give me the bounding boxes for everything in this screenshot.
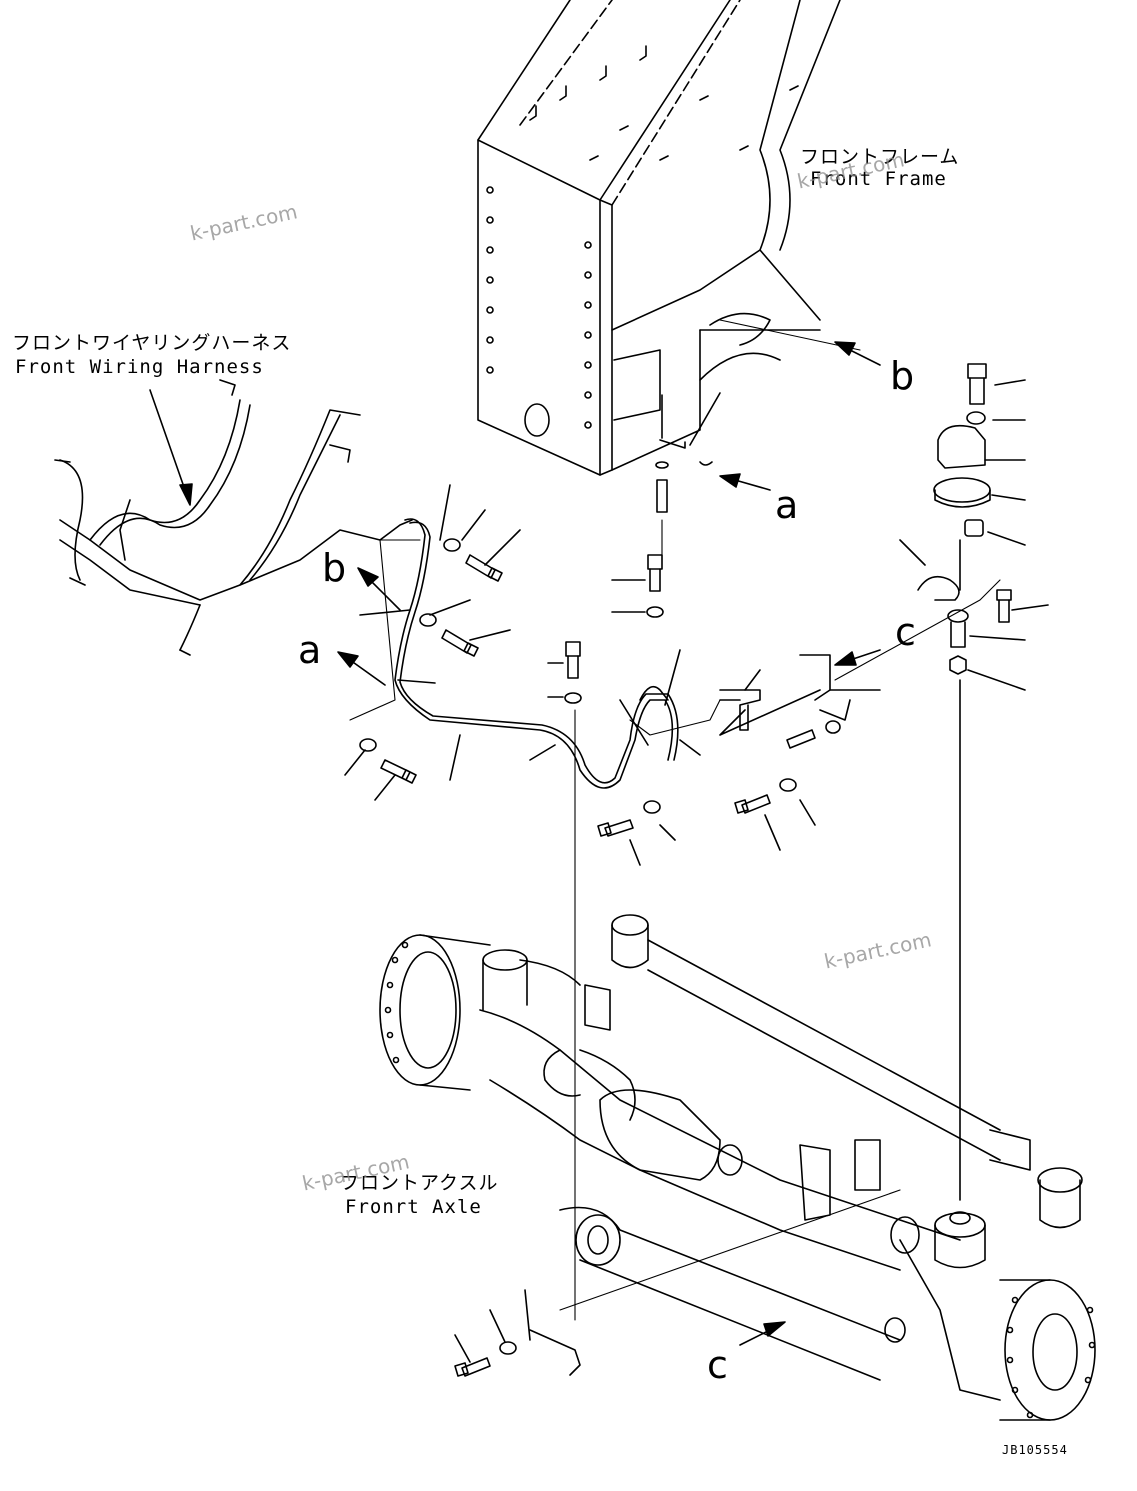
speed-sensor-cable bbox=[394, 518, 960, 789]
callout-b-cable: b bbox=[322, 546, 347, 590]
alignment-lines bbox=[349, 319, 1001, 1321]
front-axle bbox=[379, 914, 1096, 1421]
mount-stack bbox=[899, 363, 1049, 1201]
front-harness-label-en: Front Wiring Harness bbox=[15, 356, 264, 378]
front-axle-label-jp: フロントアクスル bbox=[340, 1172, 499, 1194]
bracket-c bbox=[719, 654, 881, 736]
callout-c-axle: c bbox=[707, 1343, 728, 1387]
front-harness-label-jp: フロントワイヤリングハーネス bbox=[12, 332, 292, 354]
callout-c-bracket: c bbox=[895, 610, 916, 654]
drawing-number: JB105554 bbox=[1002, 1443, 1068, 1457]
hardware-middle bbox=[547, 554, 841, 866]
callout-arrows bbox=[149, 341, 881, 1346]
callout-a-cable: a bbox=[298, 628, 322, 672]
front-wiring-harness bbox=[54, 379, 413, 656]
front-frame-label-en: Front Frame bbox=[810, 168, 947, 190]
front-frame bbox=[477, 0, 841, 476]
hub-bolt-rings bbox=[384, 941, 1096, 1419]
callout-b-frame: b bbox=[890, 354, 915, 398]
callout-a-frame: a bbox=[775, 483, 799, 527]
bracket-a bbox=[655, 392, 721, 513]
hardware-left bbox=[344, 484, 556, 801]
front-frame-label-jp: フロントフレーム bbox=[800, 146, 960, 168]
front-axle-label-en: Fronrt Axle bbox=[345, 1196, 482, 1218]
